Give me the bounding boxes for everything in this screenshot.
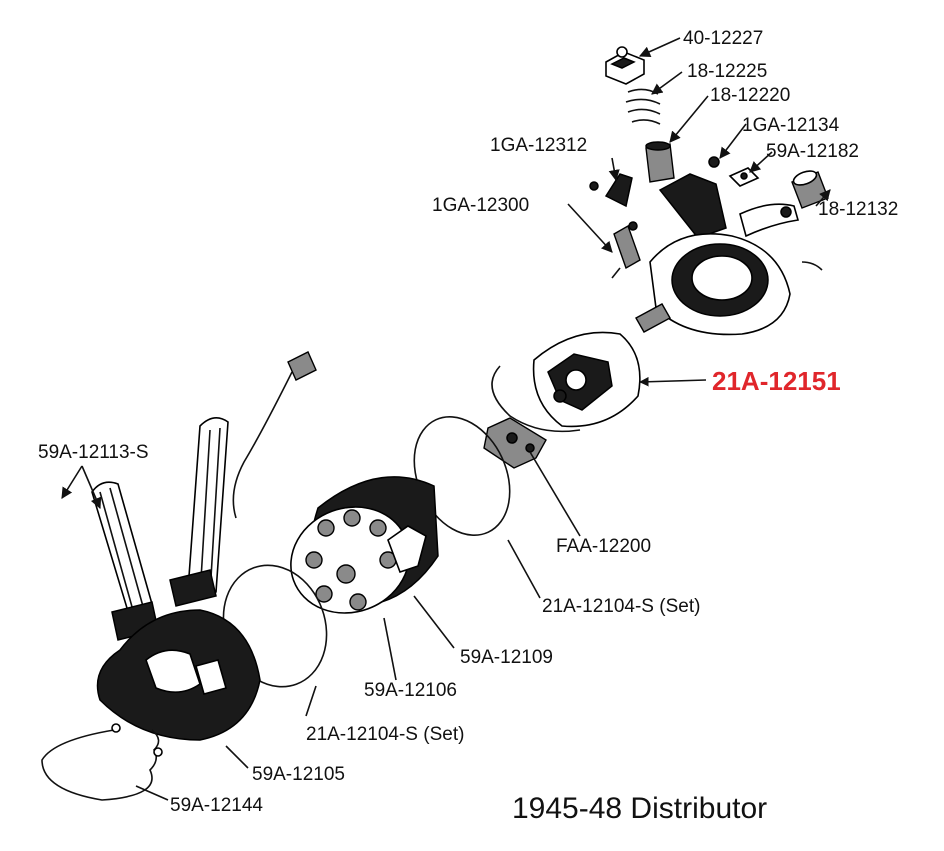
part-label-40-12227: 40-12227 [683, 28, 763, 49]
retaining-clip-drawing [41, 723, 163, 801]
part-label-18-12225: 18-12225 [687, 61, 767, 82]
bushing-drawing [645, 141, 675, 183]
nut-drawing [708, 156, 720, 168]
part-label-18-12132: 18-12132 [818, 199, 898, 220]
part-label-59A-12106: 59A-12106 [364, 680, 457, 701]
shield-cover-drawing [96, 609, 261, 741]
part-label-21A-12104-S-lower: 21A-12104-S (Set) [306, 724, 464, 745]
part-label-1GA-12312: 1GA-12312 [490, 135, 587, 156]
part-label-18-12220: 18-12220 [710, 85, 790, 106]
part-label-59A-12113-S: 59A-12113-S [38, 442, 149, 463]
housing-drawing [635, 173, 823, 336]
part-label-59A-12105: 59A-12105 [252, 764, 345, 785]
part-label-1GA-12134: 1GA-12134 [742, 115, 840, 136]
clip-drawing [728, 167, 760, 187]
part-label-59A-12182: 59A-12182 [766, 141, 859, 162]
breaker-plate-drawing [491, 331, 641, 433]
spring-drawing [625, 88, 661, 125]
part-label-21A-12104-S-upper: 21A-12104-S (Set) [542, 596, 700, 617]
leader-lines [61, 37, 831, 801]
bracket-drawing [589, 173, 633, 208]
rotor-drawing [483, 417, 547, 469]
diagram-caption: 1945-48 Distributor [512, 792, 767, 825]
part-label-59A-12109: 59A-12109 [460, 647, 553, 668]
harness-drawing [91, 351, 317, 641]
condenser-drawing [611, 221, 641, 279]
part-label-1GA-12300: 1GA-12300 [432, 195, 529, 216]
part-label-21A-12151: 21A-12151 [712, 366, 841, 396]
distributor-cap-drawing [290, 476, 439, 614]
part-label-FAA-12200: FAA-12200 [556, 536, 651, 557]
vacuum-cap-drawing [605, 46, 645, 85]
part-label-59A-12144: 59A-12144 [170, 795, 263, 816]
